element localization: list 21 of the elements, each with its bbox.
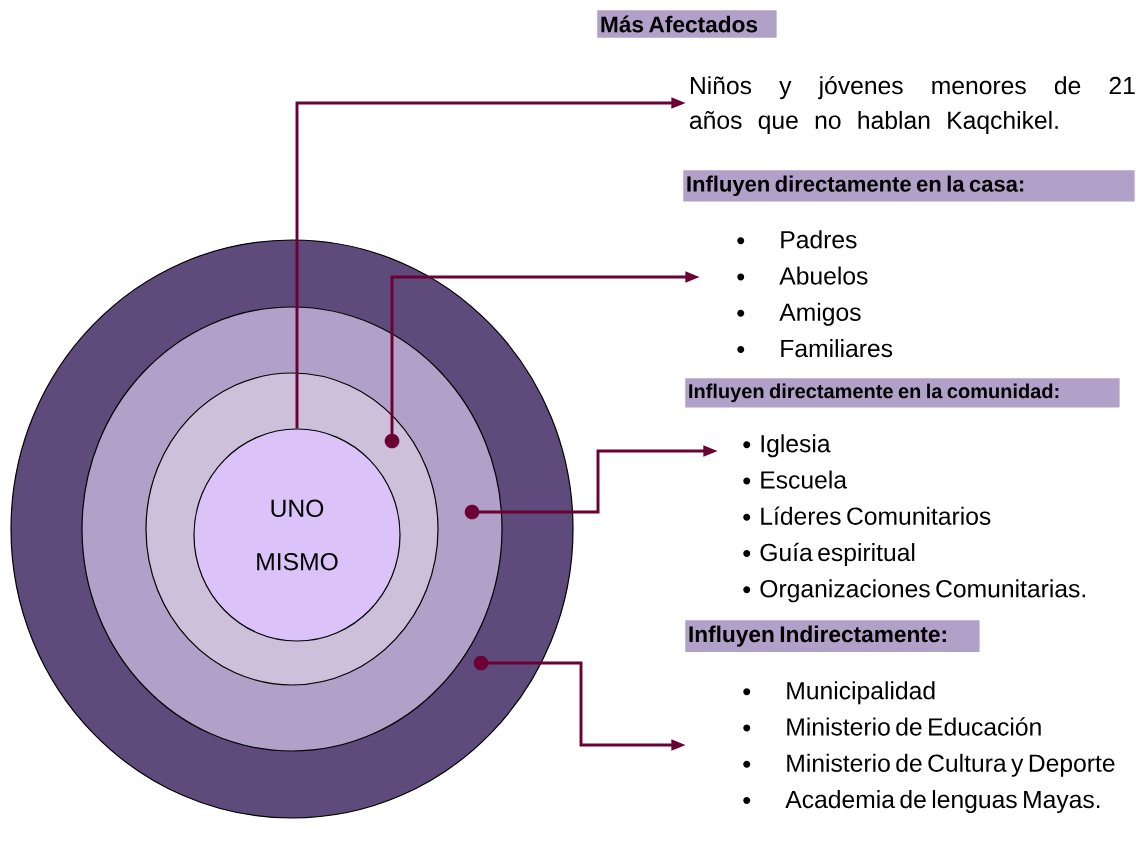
node-label: Academia de lenguas Mayas.: [785, 790, 1100, 814]
node-label: Escuela: [761, 470, 848, 489]
node-label: Organizaciones Comunitarias.: [760, 579, 1085, 603]
node-label: Ministerio de Educación: [787, 717, 1041, 736]
node-label: Abuelos: [779, 266, 868, 285]
node-label: Amigos: [779, 302, 861, 326]
bullet-list: Municipalidad Ministerio de Educación Ministerio de Cultura y Deporte Academia de lenguas Mayas.: [743, 681, 1115, 814]
description-text: Niños y jóvenes menores de 21 años que no hablan Kaqchikel.: [690, 75, 1135, 134]
heading-band: Influyen directamente en la comunidad:: [685, 378, 1120, 408]
node-label: Familiares: [781, 339, 893, 358]
node-label: Padres: [781, 230, 857, 249]
node-label: Municipalidad: [787, 681, 935, 705]
node-label: Guía espiritual: [760, 542, 915, 567]
heading-band: Influyen directamente en la casa:: [683, 170, 1135, 202]
heading-band: Más Afectados: [597, 10, 777, 38]
bullet-list: Iglesia Escuela Líderes Comunitarios Guía espiritual Organizaciones Comunitarias.: [743, 434, 1085, 603]
node-label: Líderes Comunitarios: [761, 506, 991, 525]
node-label: Ministerio de Cultura y Deporte: [787, 753, 1115, 777]
heading-band: Influyen Indirectamente:: [685, 620, 980, 653]
bullet-list: Padres Abuelos Amigos Familiares: [737, 230, 893, 358]
node-label: Iglesia: [761, 434, 831, 458]
